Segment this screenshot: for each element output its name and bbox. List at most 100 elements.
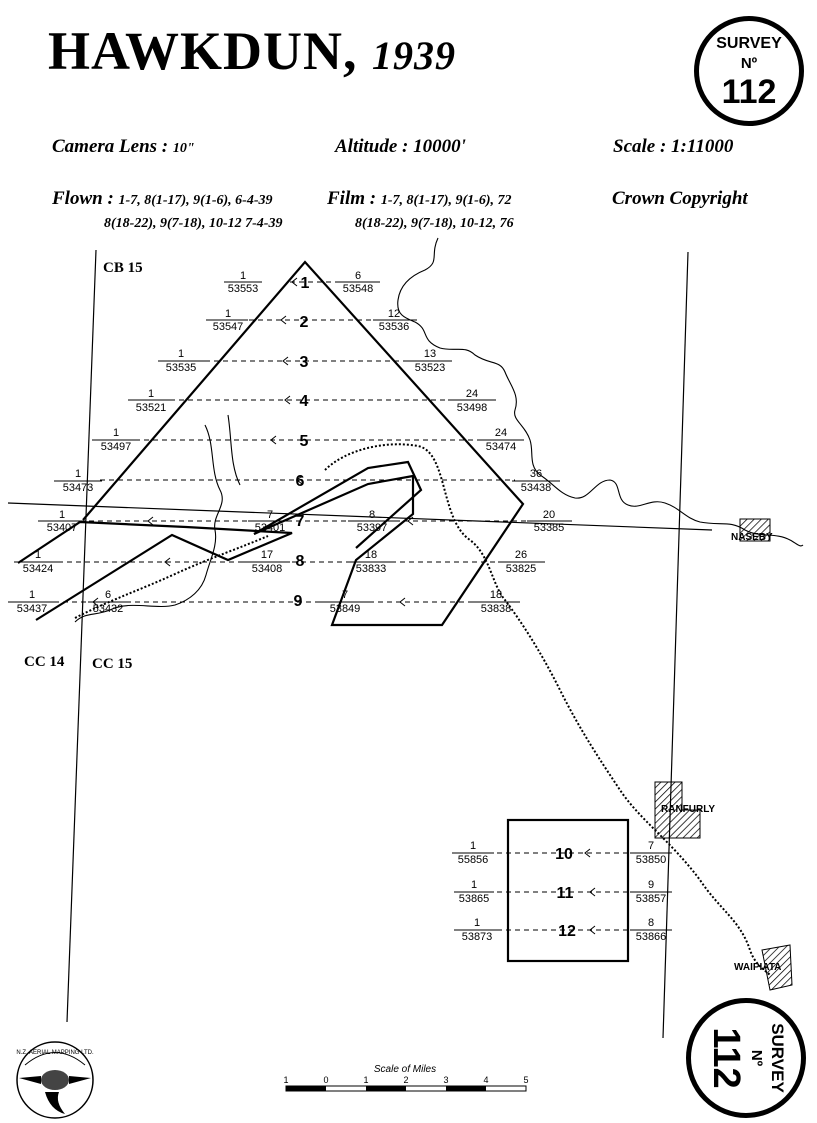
run11-left-bottom: 53865 (459, 893, 490, 905)
copyright-info: Crown Copyright (612, 188, 748, 209)
river-west-branch (227, 414, 241, 486)
altitude-info: Altitude : 10000' (335, 136, 466, 157)
run4-left-bottom: 53521 (136, 402, 167, 414)
place-waipiata: WAIPIATA (734, 962, 782, 973)
inner-block (253, 460, 423, 549)
run7-left-bottom: 53407 (47, 522, 78, 534)
scale-tick-0: 0 (323, 1075, 328, 1085)
run2-left-top: 1 (225, 308, 231, 320)
roads (74, 443, 771, 976)
run5-left-top: 1 (113, 427, 119, 439)
film-info: Film : 1-7, 8(1-17), 9(1-6), 72 (327, 188, 511, 210)
run8-far-top: 26 (515, 549, 527, 561)
run8-left-top: 1 (35, 549, 41, 561)
town-waipiata-block (761, 944, 793, 991)
seal-top-line1: SURVEY (716, 35, 782, 52)
flight-arrows (92, 277, 596, 935)
run-number-8: 8 (296, 553, 305, 570)
run7-mid-top: 7 (267, 509, 273, 521)
run6-left-top: 1 (75, 468, 81, 480)
scale-tick-1-left: 1 (283, 1075, 288, 1085)
run9-mid-bottom: 53432 (93, 603, 124, 615)
seal-top-line2: Nº (740, 55, 758, 72)
run10-right-bottom: 53850 (636, 854, 667, 866)
map-title: HAWKDUN, 1939 (48, 20, 456, 82)
run8-mid-top: 17 (261, 549, 273, 561)
run9-mid-top: 6 (105, 589, 111, 601)
run7-left-top: 1 (59, 509, 65, 521)
run8-left-bottom: 53424 (23, 563, 54, 575)
run9-far-bottom: 53838 (481, 603, 512, 615)
run6-right-bottom: 53438 (521, 482, 552, 494)
run7-right-top: 8 (369, 509, 375, 521)
flown-line2: 8(18-22), 9(7-18), 10-12 7-4-39 (104, 216, 283, 231)
run1-left-top: 1 (240, 270, 246, 282)
aerial-mapping-logo: N.Z. AERIAL MAPPING LTD. (16, 1041, 94, 1119)
run8-mid-bottom: 53408 (252, 563, 283, 575)
run2-left-bottom: 53547 (213, 321, 244, 333)
town-ranfurly-block (654, 781, 701, 839)
place-naseby: NASEBY (731, 532, 773, 543)
run1-left-bottom: 53553 (228, 283, 259, 295)
run5-left-bottom: 53497 (101, 441, 132, 453)
run2-right-top: 12 (388, 308, 400, 320)
run-number-1: 1 (301, 275, 310, 292)
photo-numbers: 1 53553 6 53548 1 53547 12 53536 1 53535… (17, 270, 667, 943)
run6-right-top: 36 (530, 468, 542, 480)
seal-bottom-line2: Nº (748, 1049, 765, 1067)
towns (654, 518, 793, 991)
grid-line-horizontal (7, 502, 713, 531)
run1-right-top: 6 (355, 270, 361, 282)
survey-seal-bottom: SURVEY Nº 112 (686, 998, 806, 1118)
run9-right-bottom: 53849 (330, 603, 361, 615)
railway-west (74, 535, 269, 619)
seal-top-number: 112 (721, 73, 777, 111)
scale-bar: Scale of Miles 1 0 1 2 3 4 5 (283, 1064, 529, 1092)
grid-label-cc15: CC 15 (92, 656, 133, 672)
run-number-6: 6 (296, 473, 305, 490)
seal-bottom-line1: SURVEY (768, 1023, 787, 1093)
run-number-7: 7 (296, 513, 305, 530)
survey-seal-top: SURVEY Nº 112 (694, 16, 804, 126)
run7-far-bottom: 53385 (534, 522, 565, 534)
run-number-10: 10 (555, 846, 573, 863)
logo-text: N.Z. AERIAL MAPPING LTD. (16, 1050, 94, 1056)
film-line2: 8(18-22), 9(7-18), 10-12, 76 (355, 216, 514, 231)
flown-line1: 1-7, 8(1-17), 9(1-6), 6-4-39 (118, 193, 273, 208)
camera-label: Camera Lens : (52, 136, 169, 157)
scale-info: Scale : 1:11000 (613, 136, 734, 157)
film-line1: 1-7, 8(1-17), 9(1-6), 72 (380, 193, 512, 208)
scale-tick-4: 4 (483, 1075, 488, 1085)
run4-left-top: 1 (148, 388, 154, 400)
run3-left-bottom: 53535 (166, 362, 197, 374)
run10-right-top: 7 (648, 840, 654, 852)
run3-left-top: 1 (178, 348, 184, 360)
grid-label-cc14: CC 14 (24, 654, 65, 670)
seal-bottom-number: 112 (705, 1027, 747, 1089)
run-number-2: 2 (300, 314, 309, 331)
run5-right-top: 24 (495, 427, 507, 439)
run9-far-top: 18 (490, 589, 502, 601)
run-number-9: 9 (294, 593, 303, 610)
grid-label-cb15: CB 15 (103, 260, 143, 276)
flown-info: Flown : 1-7, 8(1-17), 9(1-6), 6-4-39 (52, 188, 273, 210)
block-10-12 (506, 818, 630, 963)
run12-left-bottom: 53873 (462, 931, 493, 943)
scale-tick-1: 1 (363, 1075, 368, 1085)
run-number-5: 5 (300, 433, 309, 450)
run8-right-bottom: 53833 (356, 563, 387, 575)
river-north (397, 237, 804, 547)
run11-right-top: 9 (648, 879, 654, 891)
run1-right-bottom: 53548 (343, 283, 374, 295)
run9-left-top: 1 (29, 589, 35, 601)
camera-lens-info: Camera Lens : 10" (52, 136, 195, 158)
run12-right-top: 8 (648, 917, 654, 929)
river-west (74, 424, 223, 623)
run-number-4: 4 (300, 393, 309, 410)
town-naseby-block (739, 518, 771, 542)
grid-line-east (662, 251, 689, 1039)
run7-right-bottom: 53397 (357, 522, 388, 534)
scale-tick-2: 2 (403, 1075, 408, 1085)
run12-left-top: 1 (474, 917, 480, 929)
